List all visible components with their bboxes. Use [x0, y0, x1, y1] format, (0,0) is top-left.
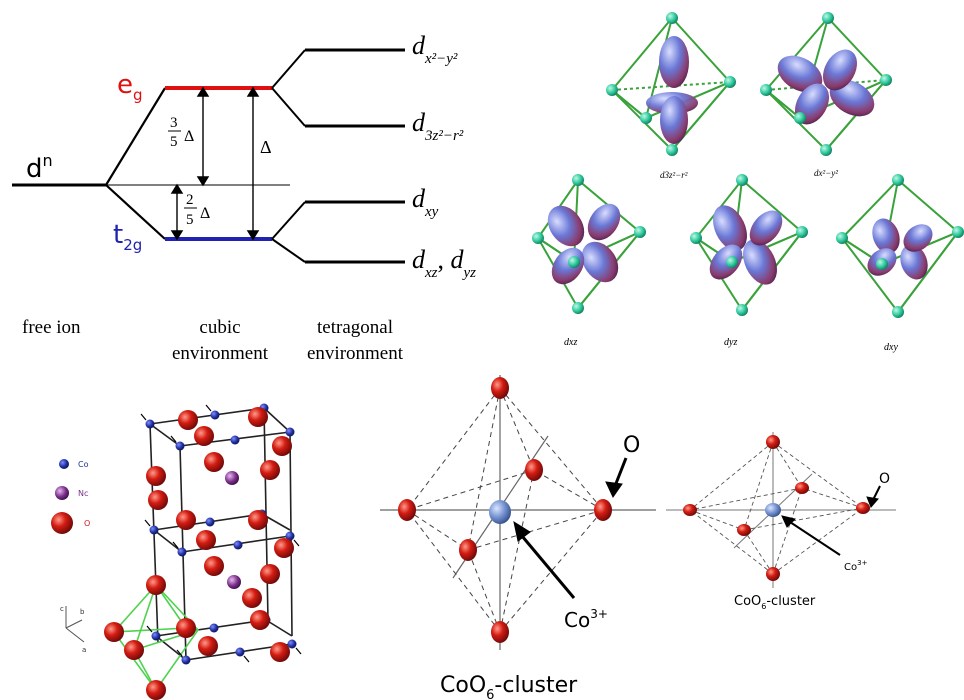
label-cubic-1: cubic [199, 317, 240, 338]
lobes-d3z2r2 [646, 36, 698, 144]
lobes-dx2y2 [777, 49, 875, 125]
vertices-d3z2r2 [606, 12, 736, 156]
tetra-conn-4 [271, 238, 306, 263]
label-free-ion: free ion [22, 317, 81, 338]
legend-nc-dot [55, 486, 69, 500]
orbital-panel-label-4: dyz [724, 337, 737, 348]
orbital-label-dxz-dyz: dxz, dyz [412, 245, 476, 281]
small-cluster-caption: CoO6-cluster [734, 594, 816, 611]
label-tetragonal-1: tetragonal [317, 317, 393, 338]
large-co-label: Co3+ [564, 607, 608, 632]
small-co-label: Co3+ [844, 559, 868, 573]
total-delta-arrow [246, 86, 260, 241]
eg-label: eg [117, 70, 143, 104]
crystal-nc-atoms [225, 471, 241, 589]
t2g-label: t2g [113, 220, 142, 254]
label-cubic-2: environment [172, 343, 269, 364]
svg-text:2: 2 [186, 192, 194, 208]
free-ion-dn-label: dn [26, 151, 53, 184]
vertices-dyz [690, 174, 808, 316]
crystal-frame [149, 407, 293, 661]
energy-level-diagram: dn eg t2g 3 5 Δ 2 5 Δ Δ dx²−y² d3z²−r² d… [12, 31, 476, 364]
vertices-dxy [836, 174, 964, 318]
crystal-o-atoms [104, 407, 294, 700]
small-o-label: O [879, 471, 890, 487]
tetra-conn-2 [271, 87, 306, 127]
large-co-arrow [513, 520, 576, 599]
crystal-axes: c b a [60, 605, 86, 654]
orbital-octahedra-panel: d3z²−r² dx²−y² dxz dyz dxy [532, 12, 964, 353]
upper-split-arrow [196, 86, 210, 187]
svg-text:a: a [82, 646, 86, 654]
orbital-label-d3z2r2: d3z²−r² [412, 108, 464, 144]
crystal-legend: Co Nc O [51, 459, 90, 534]
tetra-conn-1 [271, 49, 306, 89]
large-o-label: O [623, 433, 640, 458]
lobes-dxz [547, 203, 621, 285]
label-tetragonal-2: environment [307, 343, 404, 364]
lower-fraction: 2 5 Δ [184, 192, 210, 228]
coo6-cluster-large: O Co3+ CoO6-cluster [380, 375, 656, 700]
small-cluster-dashed-edges [689, 441, 864, 575]
small-cluster-cobalt [765, 503, 781, 517]
svg-text:c: c [60, 605, 64, 613]
orbital-panel-label-5: dxy [884, 342, 898, 353]
svg-text:b: b [80, 608, 85, 616]
large-cluster-oxygens [398, 377, 612, 643]
legend-co-dot [59, 459, 69, 469]
total-delta-label: Δ [260, 137, 272, 157]
small-cluster-oxygens [683, 435, 870, 581]
orbital-panel-label-3: dxz [564, 337, 577, 348]
legend-co-label: Co [78, 460, 89, 469]
svg-text:3: 3 [170, 115, 178, 131]
svg-text:5: 5 [170, 134, 178, 150]
split-up-line [105, 87, 166, 186]
large-cluster-dashed-edges [406, 387, 604, 633]
octahedron-dxy [840, 178, 962, 314]
crystal-moment-arrows [140, 404, 302, 663]
large-o-arrow [605, 457, 628, 499]
svg-text:Δ: Δ [200, 205, 210, 222]
crystal-structure: Co Nc O c b a [51, 403, 302, 700]
orbital-panel-label-2: dx²−y² [814, 168, 838, 178]
lobes-dyz [709, 205, 783, 285]
orbital-panel-label-1: d3z²−r² [660, 170, 688, 180]
vertices-dx2y2 [760, 12, 892, 156]
tetra-conn-3 [271, 201, 306, 240]
large-cluster-axes [380, 375, 656, 650]
coo6-cluster-small: O Co3+ CoO6-cluster [666, 432, 896, 611]
split-down-line [105, 184, 166, 240]
large-cluster-cobalt [489, 500, 511, 524]
upper-fraction: 3 5 Δ [168, 115, 194, 150]
vertices-dxz [532, 174, 646, 314]
lower-split-arrow [170, 183, 184, 241]
legend-o-label: O [84, 519, 90, 528]
svg-text:Δ: Δ [184, 128, 194, 145]
legend-nc-label: Nc [78, 489, 88, 498]
svg-text:5: 5 [186, 212, 194, 228]
orbital-label-dxy: dxy [412, 184, 439, 220]
small-o-arrow [866, 485, 881, 508]
orbital-label-dx2y2: dx²−y² [412, 31, 458, 67]
large-cluster-caption: CoO6-cluster [440, 673, 578, 700]
legend-o-dot [51, 512, 73, 534]
small-co-arrow [781, 515, 841, 556]
